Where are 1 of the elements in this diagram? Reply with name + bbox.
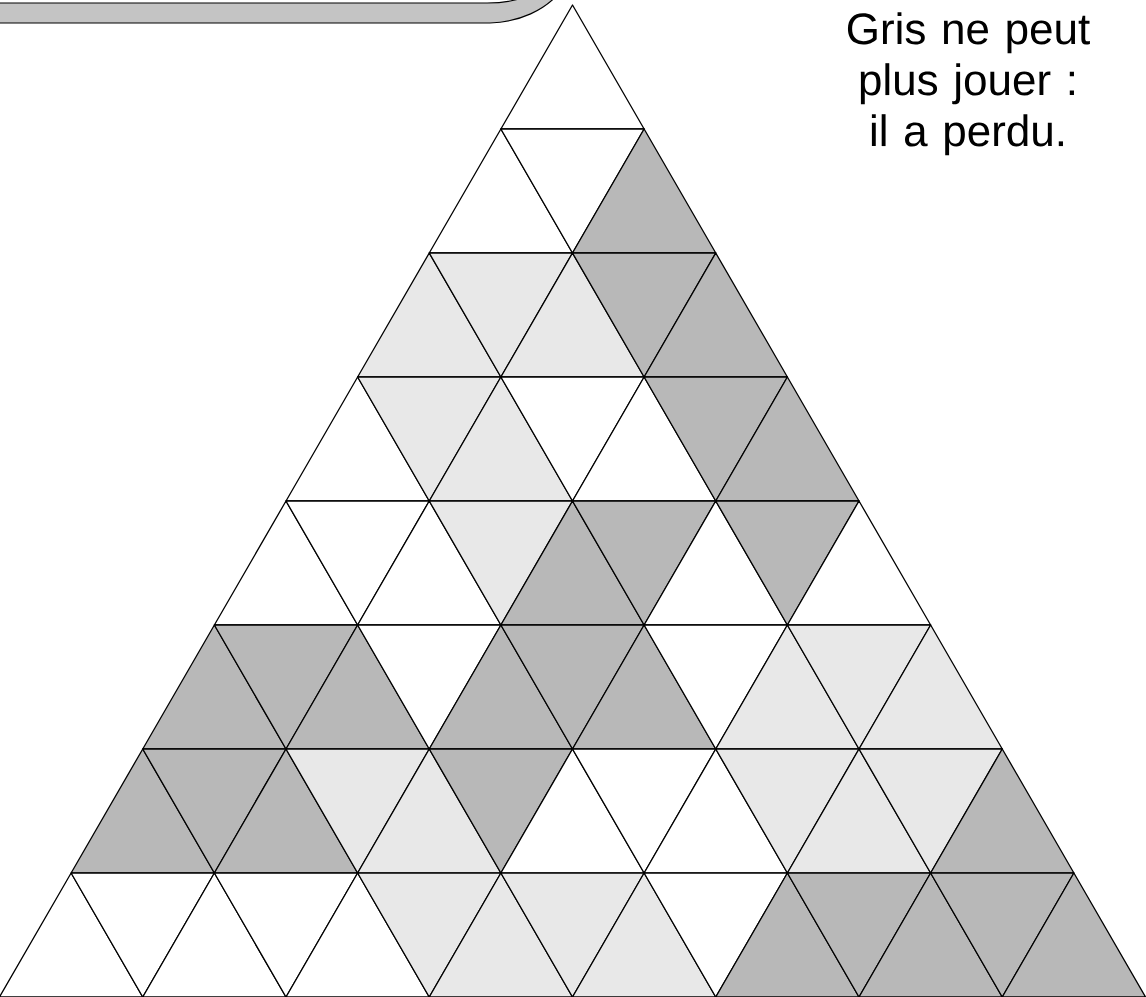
game-status-text: Gris ne peut plus jouer : il a perdu. (847, 12, 1090, 156)
